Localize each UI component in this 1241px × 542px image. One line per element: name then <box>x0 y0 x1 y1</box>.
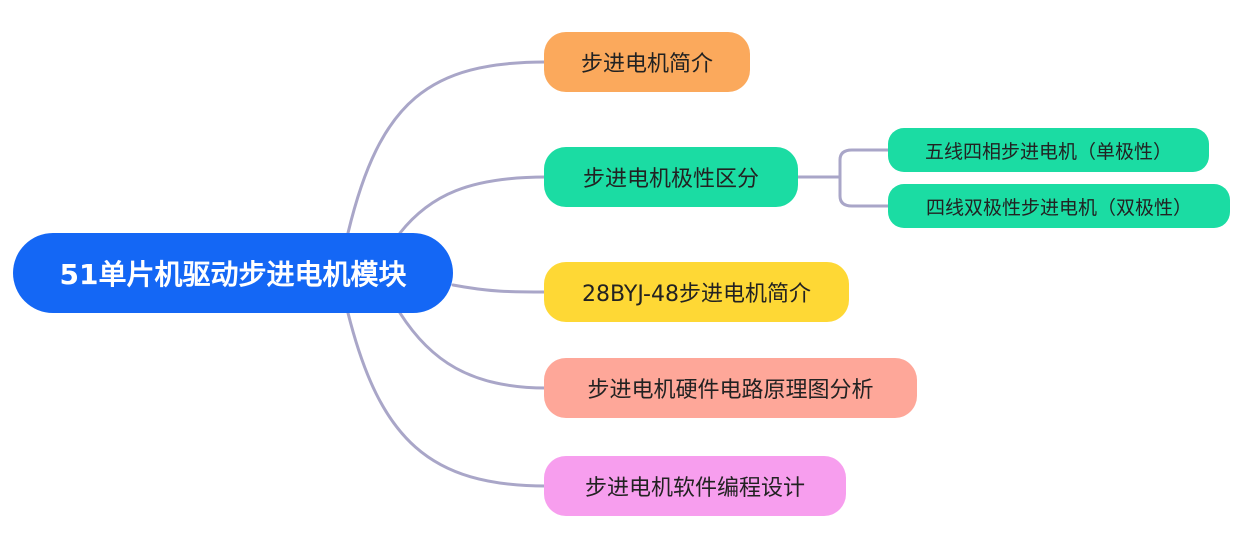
branch-topic-28byj48[interactable]: 28BYJ-48步进电机简介 <box>544 262 849 322</box>
subtopic-unipolar[interactable]: 五线四相步进电机（单极性） <box>888 128 1209 172</box>
branch-topic-label: 步进电机软件编程设计 <box>584 476 805 501</box>
connector-root-to-branch-1 <box>346 60 548 235</box>
connector-root-to-branch-3 <box>451 283 548 294</box>
connector-root-to-branch-2 <box>398 175 548 235</box>
branch-topic-intro[interactable]: 步进电机简介 <box>544 32 750 92</box>
branch-topic-software[interactable]: 步进电机软件编程设计 <box>544 456 846 516</box>
connector-root-to-branch-5 <box>346 311 548 488</box>
subtopic-label: 四线双极性步进电机（双极性） <box>925 196 1192 219</box>
subtopic-bipolar[interactable]: 四线双极性步进电机（双极性） <box>888 184 1230 228</box>
branch-topic-label: 步进电机极性区分 <box>582 167 759 192</box>
connector-branch-2-to-sub-2 <box>838 175 892 208</box>
root-topic-label: 51单片机驱动步进电机模块 <box>59 258 407 291</box>
branch-topic-hardware[interactable]: 步进电机硬件电路原理图分析 <box>544 358 917 418</box>
branch-topic-label: 28BYJ-48步进电机简介 <box>582 282 811 307</box>
branch-topic-label: 步进电机简介 <box>580 52 713 77</box>
connector-root-to-branch-4 <box>398 311 548 390</box>
branch-topic-label: 步进电机硬件电路原理图分析 <box>587 378 874 403</box>
subtopic-label: 五线四相步进电机（单极性） <box>924 140 1172 163</box>
branch-topic-polarity[interactable]: 步进电机极性区分 <box>544 147 798 207</box>
root-topic[interactable]: 51单片机驱动步进电机模块 <box>13 233 453 313</box>
connector-branch-2-to-sub-1 <box>838 148 892 179</box>
